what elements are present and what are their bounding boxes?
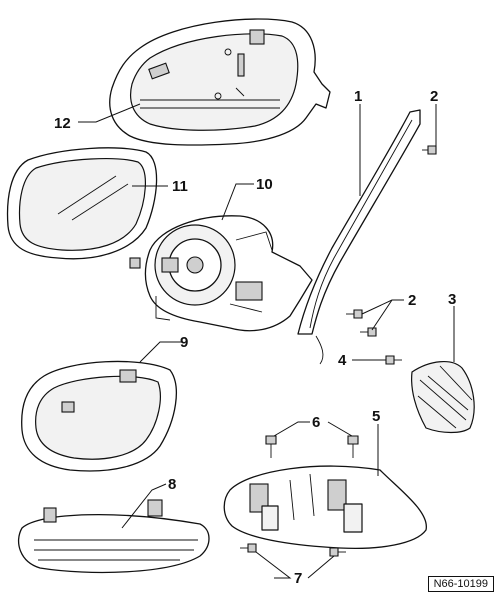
callout-10: 10 bbox=[256, 176, 273, 193]
callout-11: 11 bbox=[172, 178, 188, 195]
callout-8: 8 bbox=[168, 476, 176, 493]
callout-2-middle: 2 bbox=[408, 292, 416, 309]
callout-6: 6 bbox=[312, 414, 320, 431]
callout-labels: 12 11 10 1 2 2 3 4 9 6 5 8 7 bbox=[54, 88, 456, 587]
callout-5: 5 bbox=[372, 408, 380, 425]
part-11-mirror-glass bbox=[6, 147, 158, 260]
part-10-adjustment-unit bbox=[129, 215, 313, 332]
callout-7: 7 bbox=[294, 570, 302, 587]
callout-2-top: 2 bbox=[430, 88, 438, 105]
callout-3: 3 bbox=[448, 291, 456, 308]
part-5-lower-housing bbox=[223, 465, 427, 550]
part-1-mirror-base bbox=[297, 109, 421, 365]
leader-lines bbox=[78, 103, 455, 579]
part-8-turn-signal-bar bbox=[17, 499, 210, 574]
figure-reference-code: N66-10199 bbox=[427, 576, 494, 592]
part-3-turn-signal-lens bbox=[411, 361, 475, 434]
part-7-screws bbox=[240, 543, 346, 557]
part-6-screws bbox=[265, 435, 359, 458]
callout-9: 9 bbox=[180, 334, 188, 351]
callout-12: 12 bbox=[54, 115, 71, 132]
part-9-housing-frame bbox=[21, 360, 177, 472]
part-2-screws bbox=[346, 145, 437, 337]
part-4-screw bbox=[385, 355, 402, 365]
callout-4: 4 bbox=[338, 352, 347, 369]
callout-1: 1 bbox=[354, 88, 362, 105]
part-12-mirror-housing bbox=[109, 18, 331, 146]
